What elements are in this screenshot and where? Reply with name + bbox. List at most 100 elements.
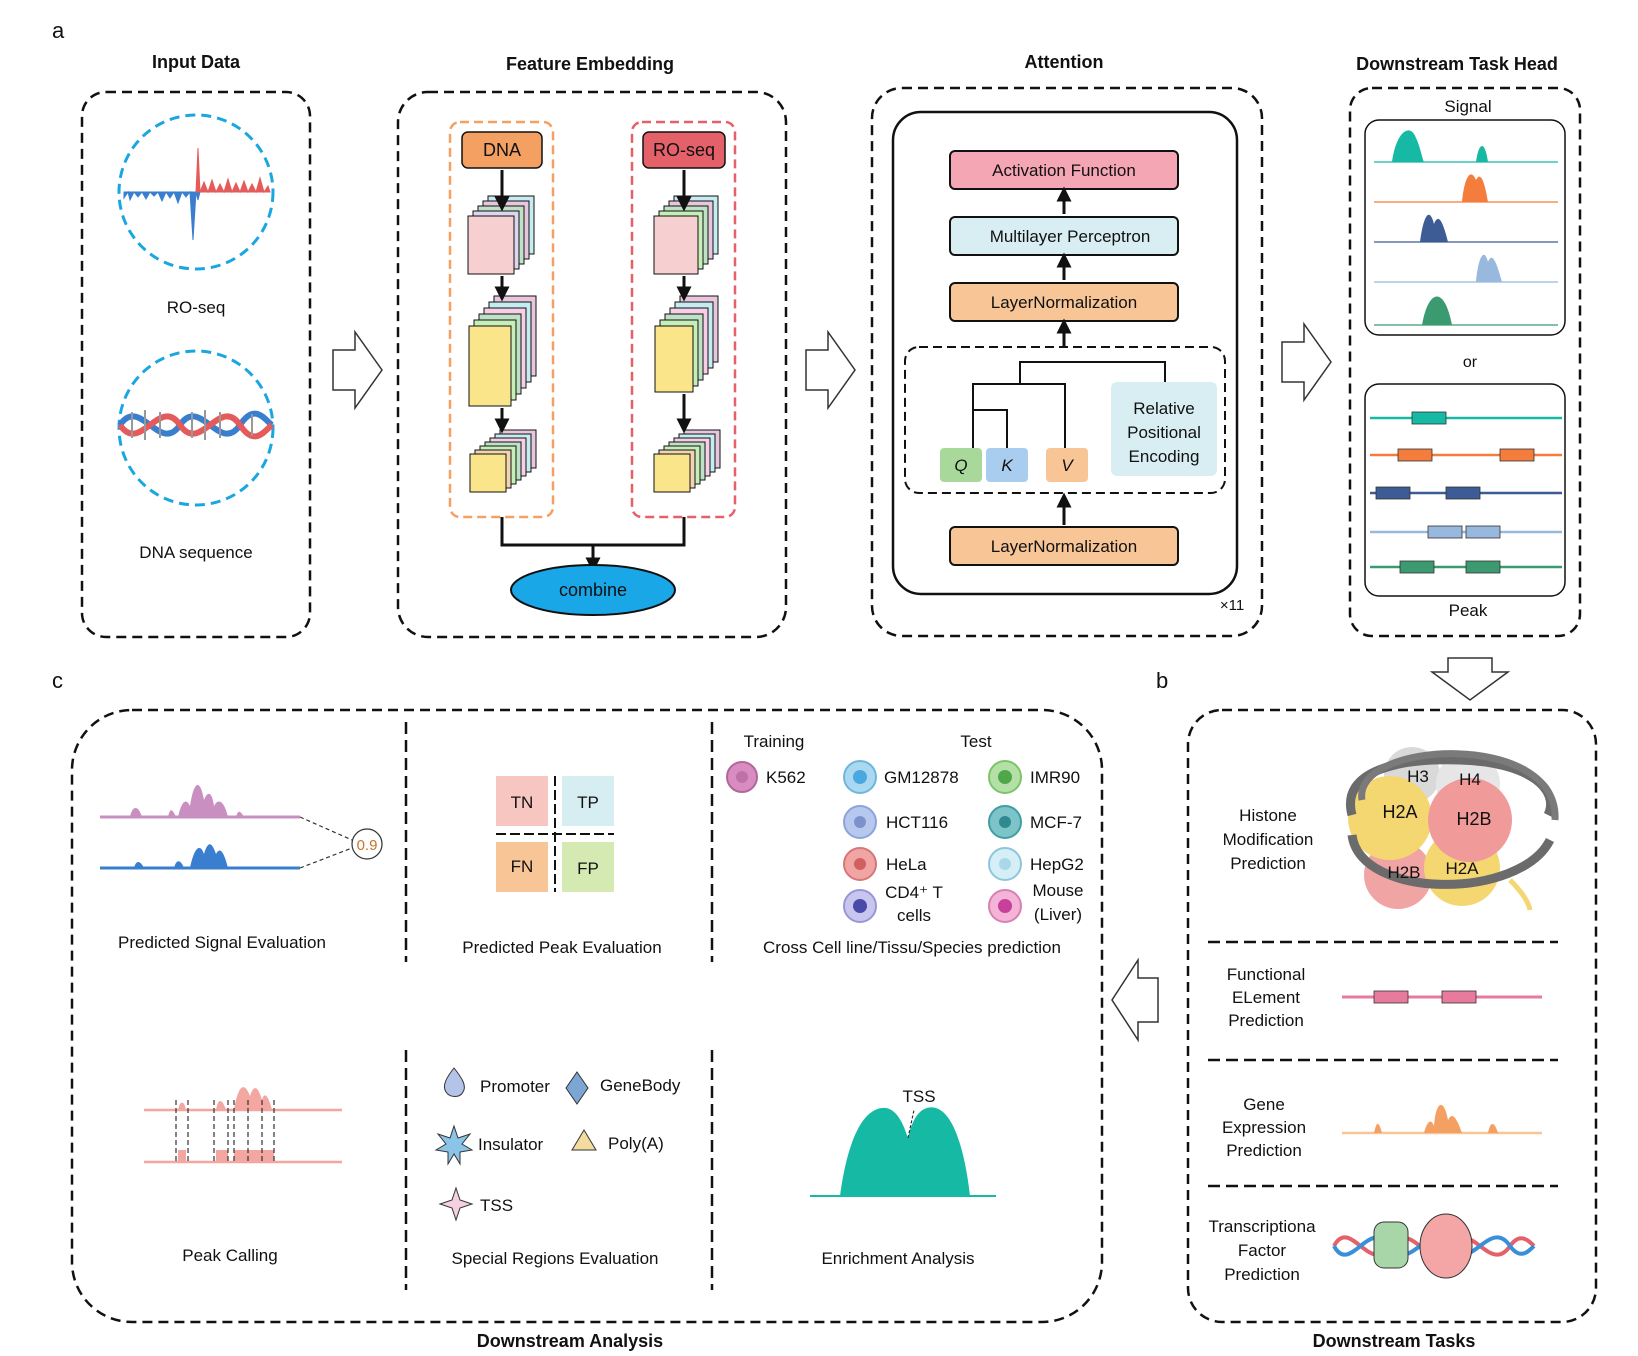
enrichment-tss-label: TSS [902,1087,935,1106]
tf-label-2: Factor [1238,1241,1287,1260]
layernorm-bottom-label: LayerNormalization [991,537,1137,556]
polya-label: Poly(A) [608,1134,664,1153]
peak-calling-icon [144,1087,342,1164]
hct116-label: HCT116 [886,813,948,832]
panel-b-letter: b [1156,668,1168,693]
h3-label: H3 [1407,767,1429,786]
promoter-label: Promoter [480,1077,550,1096]
tn-cell [496,776,548,826]
signal-eval-label: Predicted Signal Evaluation [118,933,326,952]
flow-arrow-down-icon [1429,657,1511,701]
panel-c-letter: c [52,668,63,693]
dna-branch-box [448,120,555,519]
tf-label-1: Transcriptiona [1208,1217,1316,1236]
fn-label: FN [511,857,534,876]
training-label: Training [744,732,805,751]
task-head-box [1348,86,1582,638]
self-attention-box [904,346,1226,494]
mcf7-cell-icon [988,805,1022,839]
cross-label: Cross Cell line/Tissu/Species prediction [763,938,1061,957]
qkv-tree [972,361,1166,448]
tf-binding-icon [1332,1213,1536,1279]
mcf7-label: MCF-7 [1030,813,1082,832]
fp-label: FP [577,859,599,878]
hela-cell-icon [843,847,877,881]
roseq-label: RO-seq [167,298,226,317]
signal-tracks-box [1364,119,1566,336]
downstream-analysis-box [70,708,1104,1324]
flow-arrow-icon [332,329,383,411]
hepg2-cell-icon [988,847,1022,881]
enrichment-label: Enrichment Analysis [821,1249,974,1268]
functional-label-3: Prediction [1228,1011,1304,1030]
h2a-label-2: H2A [1445,859,1479,878]
input-data-title: Input Data [152,52,241,72]
hct116-cell-icon [843,805,877,839]
peak-eval-label: Predicted Peak Evaluation [462,938,661,957]
signal-evaluation-icon [100,784,383,870]
genebody-label: GeneBody [600,1076,681,1095]
transformer-block [891,110,1239,596]
flow-arrow-icon [805,329,856,411]
cd4-cell-icon [843,889,877,923]
roseq-circle [117,113,275,271]
dna-conv-stack-2 [468,295,537,407]
combine-connector [500,517,686,547]
insulator-icon [434,1124,474,1166]
mouse-label-2: (Liver) [1034,905,1082,924]
v-box [1046,448,1088,482]
gene-label-3: Prediction [1226,1141,1302,1160]
combine-node [510,564,676,616]
layernorm-top-label: LayerNormalization [991,293,1137,312]
dna-conv-stack-1 [467,195,535,275]
rpe-label-1: Relative [1133,399,1194,418]
tss-label: TSS [480,1196,513,1215]
special-regions-label: Special Regions Evaluation [452,1249,659,1268]
histone-label-3: Prediction [1230,854,1306,873]
test-label: Test [960,732,991,751]
gene-expression-track [1342,1104,1542,1135]
roseq-conv-stack-2 [654,295,719,393]
input-data-box [80,90,312,639]
histone-label-1: Histone [1239,806,1297,825]
functional-label-2: ELement [1232,988,1300,1007]
k562-label: K562 [766,768,806,787]
h2a-label-1: H2A [1382,802,1417,822]
activation-function-label: Activation Function [992,161,1136,180]
functional-element-track [1342,990,1542,1004]
dna-label: DNA sequence [139,543,252,562]
insulator-label: Insulator [478,1135,544,1154]
roseq-input-label: RO-seq [653,140,715,160]
h4-label: H4 [1459,770,1481,789]
tp-label: TP [577,793,599,812]
imr90-cell-icon [988,760,1022,794]
downstream-tasks-box [1186,708,1598,1324]
peak-calling-label: Peak Calling [182,1246,277,1265]
q-label: Q [954,456,967,475]
rpe-label-2: Positional [1127,423,1201,442]
tss-star-icon [438,1186,474,1222]
dna-input-box [461,131,543,169]
gene-label-1: Gene [1243,1095,1285,1114]
flow-arrow-icon [1281,321,1332,403]
functional-label-1: Functional [1227,965,1305,984]
roseq-branch-box [630,120,737,519]
mlp-label: Multilayer Perceptron [990,227,1151,246]
peak-tracks [1370,411,1562,574]
h2b-label-2: H2B [1387,863,1420,882]
hela-label: HeLa [886,855,927,874]
signal-tracks [1374,130,1558,326]
tp-cell [562,776,614,826]
roseq-signal-icon [123,147,271,241]
flow-arrow-left-icon [1111,957,1159,1043]
attention-box [870,86,1264,638]
histone-label-2: Modification [1223,830,1314,849]
panel-a-letter: a [52,18,65,43]
rpe-label-3: Encoding [1129,447,1200,466]
tn-label: TN [511,793,534,812]
gene-label-2: Expression [1222,1118,1306,1137]
cd4-label-1: CD4⁺ T [885,883,943,902]
combine-label: combine [559,580,627,600]
roseq-conv-stack-3 [653,429,721,493]
